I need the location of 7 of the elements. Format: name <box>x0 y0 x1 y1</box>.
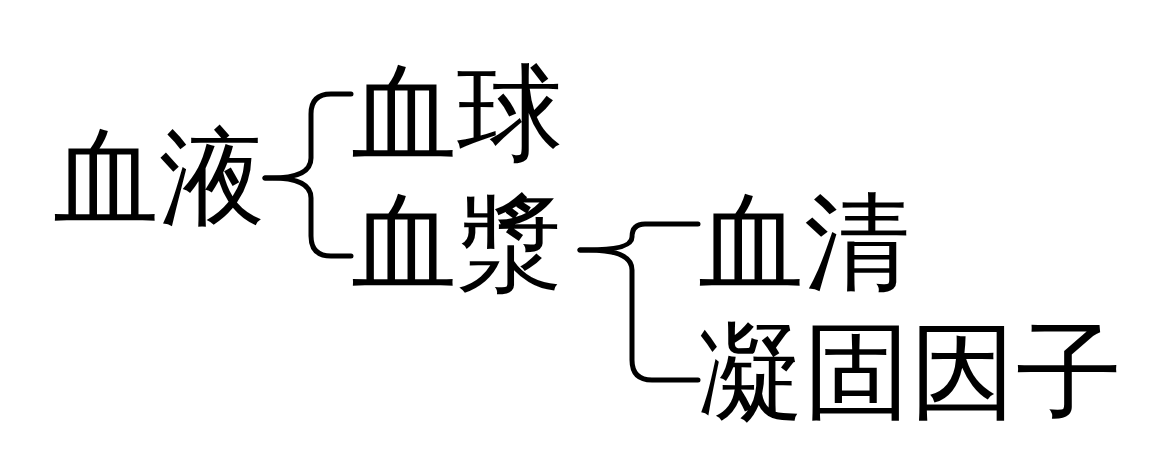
term-label: 血球 <box>351 61 563 167</box>
term-label: 凝固因子 <box>698 319 1122 425</box>
brace-connector <box>262 175 354 259</box>
term-label: 血清 <box>698 190 910 296</box>
term-label: 血液 <box>53 125 265 231</box>
term-label: 血漿 <box>351 190 580 296</box>
brace-connector <box>577 247 701 383</box>
